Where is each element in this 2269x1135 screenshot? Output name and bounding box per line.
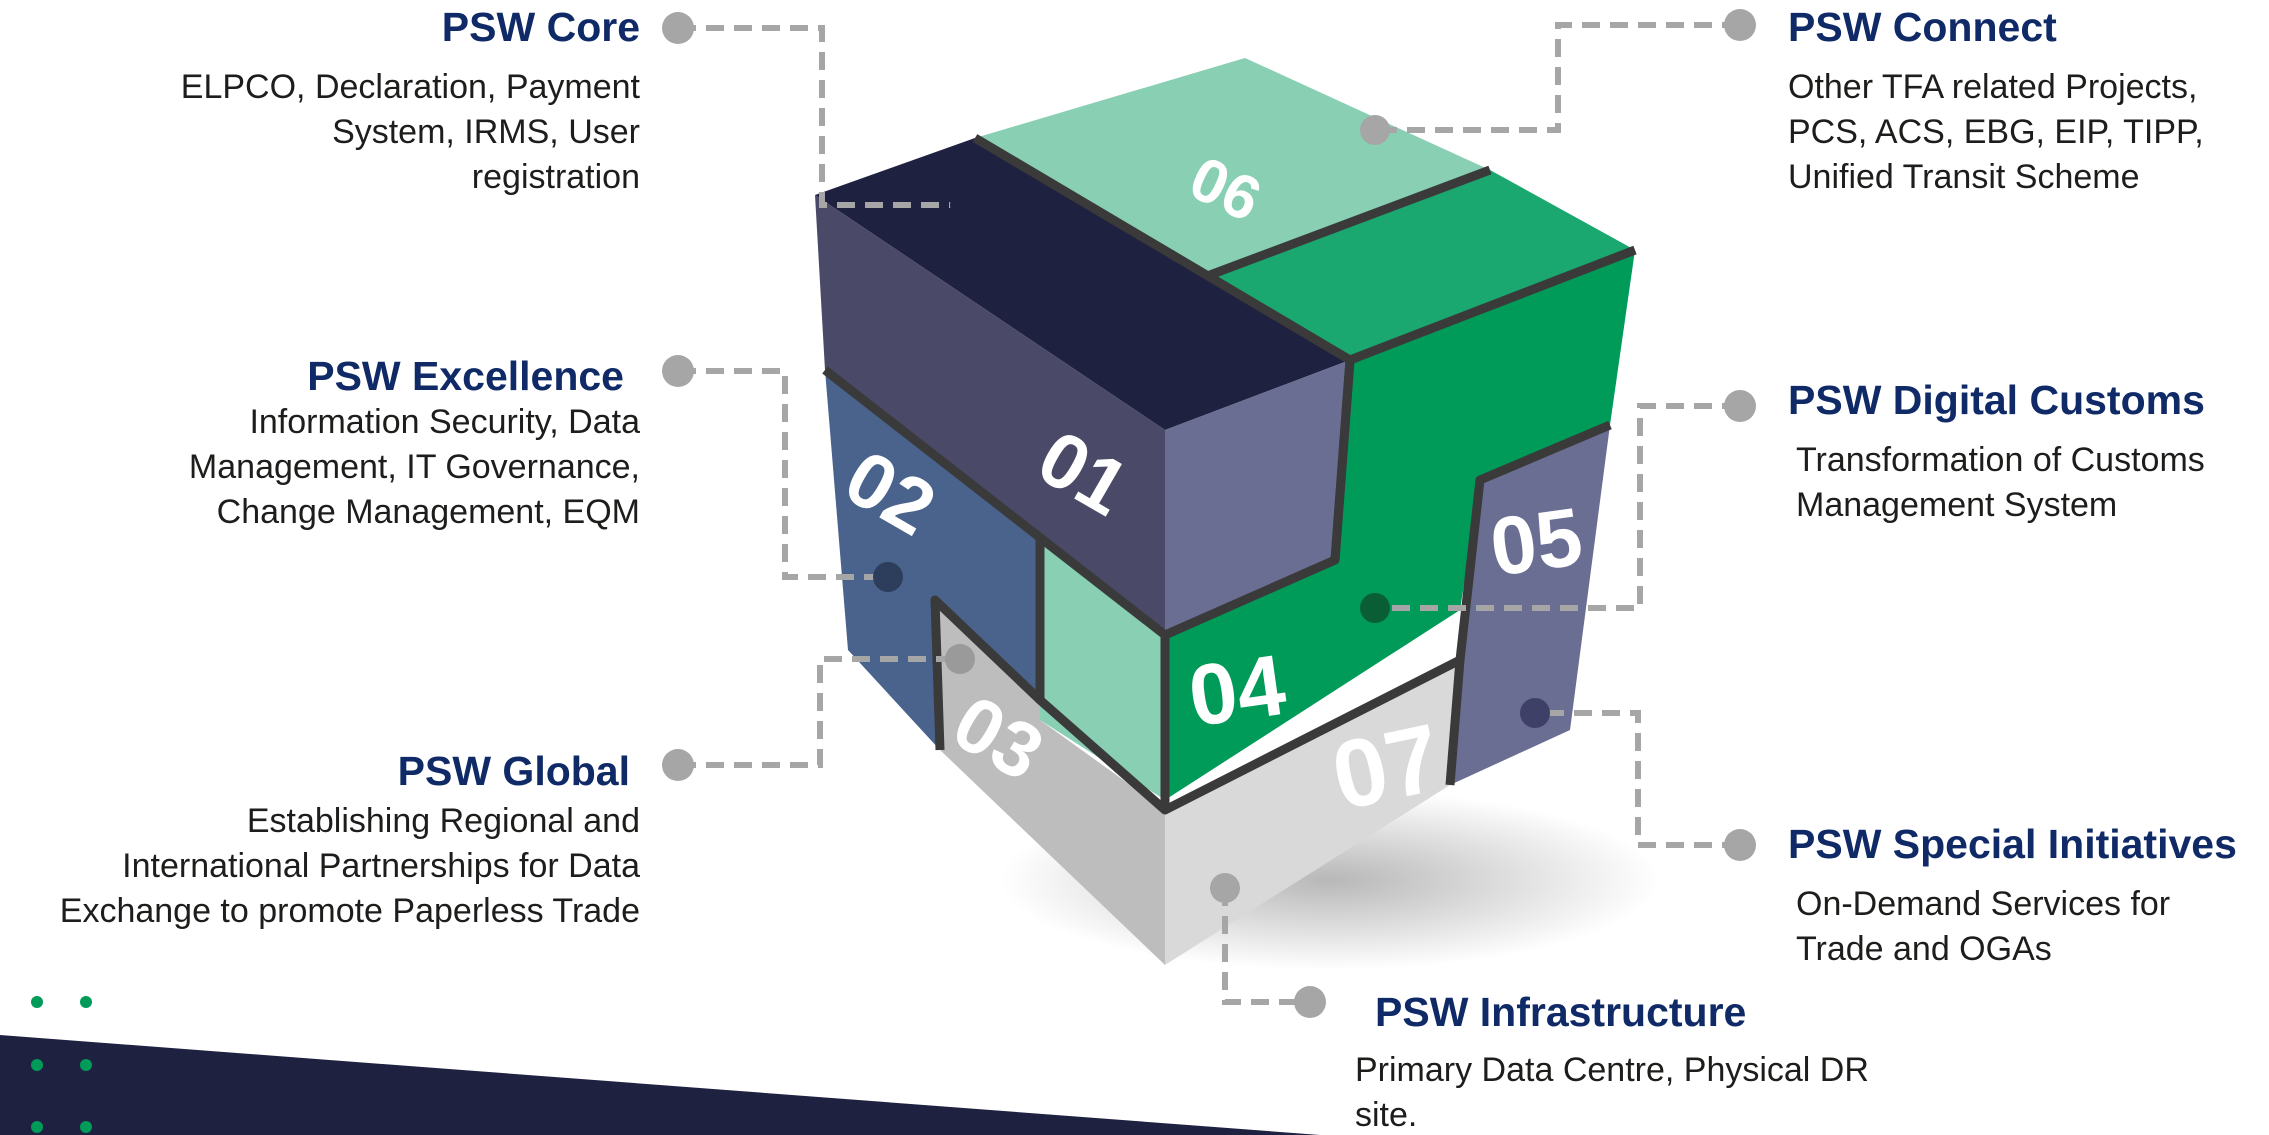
psw-connect-desc: Other TFA related Projects, PCS, ACS, EB… — [1788, 65, 2258, 200]
connector-digital-customs — [1375, 403, 1740, 611]
dot-core-inner — [950, 190, 980, 220]
psw-excellence-title: PSW Excellence — [307, 353, 624, 399]
dot-connect-outer — [1724, 9, 1756, 41]
dot-special-inner — [1520, 698, 1550, 728]
connector-dots — [662, 9, 1756, 1018]
desc-line: Management, IT Governance, — [188, 448, 640, 486]
connector-global — [678, 656, 960, 768]
connectors — [678, 22, 1740, 1005]
desc-line: Information Security, Data — [249, 403, 640, 441]
label-psw-core: PSW Core ELPCO, Declaration, Payment Sys… — [0, 3, 640, 200]
dot-digital-outer — [1724, 390, 1756, 422]
psw-core-title: PSW Core — [441, 4, 640, 50]
dot-special-outer — [1724, 829, 1756, 861]
psw-global-title: PSW Global — [397, 748, 630, 794]
dot-digital-inner — [1360, 593, 1390, 623]
desc-line: Transformation of Customs — [1796, 441, 2205, 479]
connector-excellence — [678, 368, 888, 580]
desc-line: site. — [1355, 1096, 1418, 1134]
desc-line: ELPCO, Declaration, Payment — [180, 68, 640, 106]
label-psw-special-initiatives: PSW Special Initiatives On-Demand Servic… — [1788, 820, 2258, 972]
dot — [80, 1059, 92, 1071]
dot — [80, 996, 92, 1008]
connector-special — [1535, 710, 1740, 848]
number-05: 05 — [1485, 491, 1588, 594]
segment-05-side — [1450, 425, 1610, 785]
label-psw-infrastructure: PSW Infrastructure Primary Data Centre, … — [1355, 988, 1975, 1135]
desc-line: Management System — [1796, 486, 2118, 524]
segment-04-top — [1210, 170, 1635, 360]
dot-global-inner — [945, 644, 975, 674]
psw-infrastructure-title: PSW Infrastructure — [1375, 989, 1747, 1035]
label-psw-global: PSW Global Establishing Regional and Int… — [0, 747, 640, 934]
segment-04-front — [1040, 540, 1165, 800]
desc-line: Other TFA related Projects, — [1788, 68, 2198, 106]
segment-02-front — [825, 370, 1040, 750]
psw-digital-customs-title: PSW Digital Customs — [1788, 377, 2205, 423]
dot — [31, 996, 43, 1008]
dot-connect-inner — [1360, 115, 1390, 145]
segment-01-end — [1165, 360, 1350, 635]
segment-03-front — [935, 600, 1165, 965]
desc-line: PCS, ACS, EBG, EIP, TIPP, — [1788, 113, 2204, 151]
psw-global-desc: Establishing Regional and International … — [0, 799, 640, 934]
segment-06-top — [975, 58, 1490, 275]
decorative-dots — [31, 996, 92, 1133]
connector-core — [678, 25, 965, 208]
desc-line: International Partnerships for Data — [122, 847, 640, 885]
psw-special-initiatives-title: PSW Special Initiatives — [1788, 821, 2237, 867]
number-04: 04 — [1183, 637, 1291, 745]
psw-core-desc: ELPCO, Declaration, Payment System, IRMS… — [0, 65, 640, 200]
psw-excellence-desc: Information Security, Data Management, I… — [0, 400, 640, 535]
dot-excellence-inner — [873, 562, 903, 592]
dot — [80, 1121, 92, 1133]
connector-connect — [1375, 22, 1740, 133]
psw-special-initiatives-desc: On-Demand Services for Trade and OGAs — [1788, 882, 2258, 972]
segment-01-top — [815, 138, 1350, 430]
desc-line: Exchange to promote Paperless Trade — [59, 892, 640, 930]
dot-excellence-outer — [662, 355, 694, 387]
segment-04-side — [1165, 250, 1635, 800]
label-psw-digital-customs: PSW Digital Customs Transformation of Cu… — [1788, 376, 2258, 528]
cube-edges — [822, 134, 1637, 815]
desc-line: System, IRMS, User — [332, 113, 640, 151]
psw-connect-title: PSW Connect — [1788, 4, 2057, 50]
connector-infrastructure — [1222, 888, 1310, 1005]
footer-band — [0, 1035, 1320, 1135]
desc-line: Establishing Regional and — [246, 802, 640, 840]
dot — [31, 1059, 43, 1071]
desc-line: Unified Transit Scheme — [1788, 158, 2140, 196]
label-psw-connect: PSW Connect Other TFA related Projects, … — [1788, 3, 2258, 200]
desc-line: Primary Data Centre, Physical DR — [1355, 1051, 1869, 1089]
desc-line: On-Demand Services for — [1796, 885, 2171, 923]
label-psw-excellence: PSW Excellence Information Security, Dat… — [0, 352, 640, 535]
desc-line: Trade and OGAs — [1796, 930, 2052, 968]
number-07: 07 — [1323, 704, 1450, 831]
dot-infra-inner — [1210, 873, 1240, 903]
desc-line: Change Management, EQM — [216, 493, 640, 531]
segment-01-front — [815, 195, 1165, 635]
psw-infrastructure-desc: Primary Data Centre, Physical DR site. — [1355, 1048, 1975, 1135]
dot-global-outer — [662, 749, 694, 781]
dot-core-outer — [662, 12, 694, 44]
psw-digital-customs-desc: Transformation of Customs Management Sys… — [1788, 438, 2258, 528]
dot-infra-outer — [1294, 986, 1326, 1018]
desc-line: registration — [471, 158, 640, 196]
dot — [31, 1121, 43, 1133]
